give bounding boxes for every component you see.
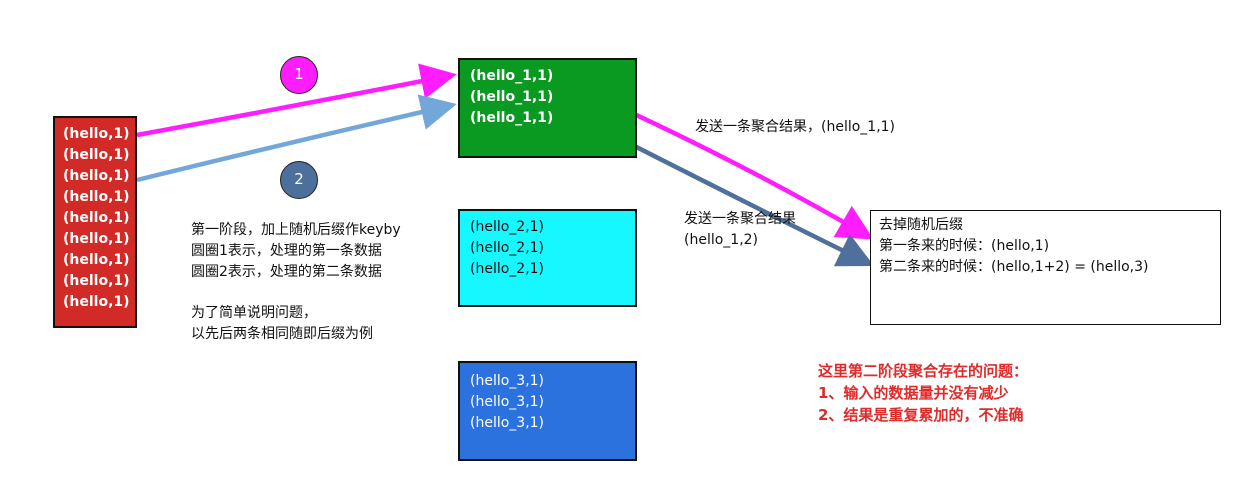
send-label-second-line: 发送一条聚合结果 <box>684 211 796 227</box>
suffix-1-box: (hello_1,1) (hello_1,1) (hello_1,1) <box>458 58 637 158</box>
send-label-second-value: (hello_1,2) <box>684 232 759 248</box>
suffix-1-record: (hello_1,1) <box>470 89 554 105</box>
suffix-2-box: (hello_2,1) (hello_2,1) (hello_2,1) <box>458 209 637 307</box>
source-record: (hello,1) <box>63 231 130 247</box>
source-record: (hello,1) <box>63 126 130 142</box>
source-record: (hello,1) <box>63 252 130 268</box>
stage-note-line: 以先后两条相同随即后缀为例 <box>191 326 373 342</box>
circle-marker-1: 1 <box>280 56 318 94</box>
circle-marker-2: 2 <box>280 161 318 199</box>
problem-note: 这里第二阶段聚合存在的问题： 1、输入的数据量并没有减少 2、结果是重复累加的，… <box>818 360 1028 426</box>
result-box: 去掉随机后缀 第一条来的时候：(hello,1) 第二条来的时候：(hello,… <box>870 210 1221 325</box>
problem-title: 这里第二阶段聚合存在的问题： <box>818 362 1029 380</box>
result-line-second: 第二条来的时候：(hello,1+2) = (hello,3) <box>879 259 1149 275</box>
source-record: (hello,1) <box>63 273 130 289</box>
problem-item: 2、结果是重复累加的，不准确 <box>818 406 1024 424</box>
suffix-1-record: (hello_1,1) <box>470 110 554 126</box>
suffix-3-record: (hello_3,1) <box>470 394 545 410</box>
arrow-source-to-green-first <box>136 63 457 138</box>
source-record: (hello,1) <box>63 189 130 205</box>
stage-note-line: 为了简单说明问题， <box>191 305 317 321</box>
result-line-remove-suffix: 去掉随机后缀 <box>879 217 963 233</box>
stage-one-note: 第一阶段，加上随机后缀作keyby 圆圈1表示，处理的第一条数据 圆圈2表示，处… <box>191 220 401 345</box>
suffix-1-record: (hello_1,1) <box>470 68 554 84</box>
result-line-first: 第一条来的时候：(hello,1) <box>879 238 1050 254</box>
send-label-second: 发送一条聚合结果 (hello_1,2) <box>684 209 796 251</box>
suffix-2-record: (hello_2,1) <box>470 240 545 256</box>
problem-item: 1、输入的数据量并没有减少 <box>818 384 1009 402</box>
stage-note-line: 第一阶段，加上随机后缀作keyby <box>191 222 401 238</box>
source-records-box: (hello,1) (hello,1) (hello,1) (hello,1) … <box>53 116 137 328</box>
suffix-3-record: (hello_3,1) <box>470 373 545 389</box>
send-label-first: 发送一条聚合结果，(hello_1,1) <box>695 119 896 135</box>
arrow-source-to-green-second <box>136 94 457 183</box>
suffix-3-record: (hello_3,1) <box>470 415 545 431</box>
source-record: (hello,1) <box>63 210 130 226</box>
suffix-2-record: (hello_2,1) <box>470 219 545 235</box>
stage-note-line: 圆圈2表示，处理的第二条数据 <box>191 264 382 280</box>
suffix-3-box: (hello_3,1) (hello_3,1) (hello_3,1) <box>458 361 637 461</box>
suffix-2-record: (hello_2,1) <box>470 261 545 277</box>
source-record: (hello,1) <box>63 147 130 163</box>
source-record: (hello,1) <box>63 294 130 310</box>
source-record: (hello,1) <box>63 168 130 184</box>
stage-note-line: 圆圈1表示，处理的第一条数据 <box>191 243 382 259</box>
